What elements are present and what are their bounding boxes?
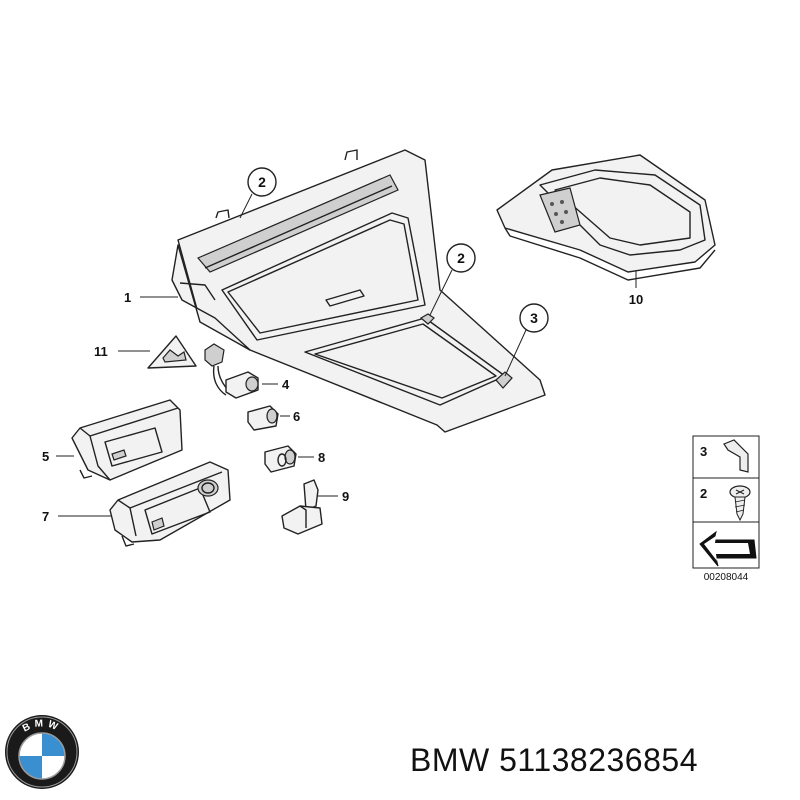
ashtray-unit-part — [109, 461, 231, 547]
callout-label-5: 5 — [42, 449, 49, 464]
callout-9: 9 — [318, 489, 349, 504]
callout-label-2a: 2 — [258, 174, 266, 190]
hazard-warning-symbol — [147, 335, 197, 369]
callout-2b: 2 — [429, 243, 476, 316]
direction-arrow-icon — [699, 530, 757, 567]
callout-2a: 2 — [239, 167, 277, 219]
callout-4: 4 — [262, 377, 290, 392]
callout-label-2b: 2 — [457, 250, 465, 266]
screw-icon — [729, 485, 751, 522]
callout-6: 6 — [280, 409, 300, 424]
storage-tray-part — [71, 399, 183, 481]
callout-label-7: 7 — [42, 509, 49, 524]
legend-label-3: 3 — [700, 444, 707, 459]
callout-label-10: 10 — [629, 292, 643, 307]
connector-cable — [204, 343, 259, 399]
bmw-logo: BMW — [5, 715, 79, 789]
callout-5: 5 — [42, 449, 74, 464]
small-plug-part — [247, 405, 279, 431]
callout-10: 10 — [629, 270, 643, 307]
callout-label-4: 4 — [282, 377, 290, 392]
callout-label-1: 1 — [124, 290, 131, 305]
shift-lever-trim — [496, 154, 716, 281]
callout-11: 11 — [94, 344, 150, 359]
plug-part — [264, 445, 297, 473]
drawing-number: 00208044 — [704, 572, 749, 583]
callout-1: 1 — [124, 290, 178, 305]
clip-icon — [723, 439, 749, 473]
callout-label-11: 11 — [94, 344, 108, 359]
center-console-trim — [171, 149, 546, 433]
fastener-legend: 3 2 00208044 — [692, 435, 760, 583]
callout-8: 8 — [298, 450, 325, 465]
sensor-part — [281, 479, 323, 535]
callout-3: 3 — [504, 303, 549, 377]
part-number-title: BMW 51138236854 — [410, 742, 698, 778]
callout-label-6: 6 — [293, 409, 300, 424]
callout-7: 7 — [42, 509, 112, 524]
callout-label-8: 8 — [318, 450, 325, 465]
callout-label-3: 3 — [530, 310, 538, 326]
legend-label-2: 2 — [700, 486, 707, 501]
callout-label-9: 9 — [342, 489, 349, 504]
